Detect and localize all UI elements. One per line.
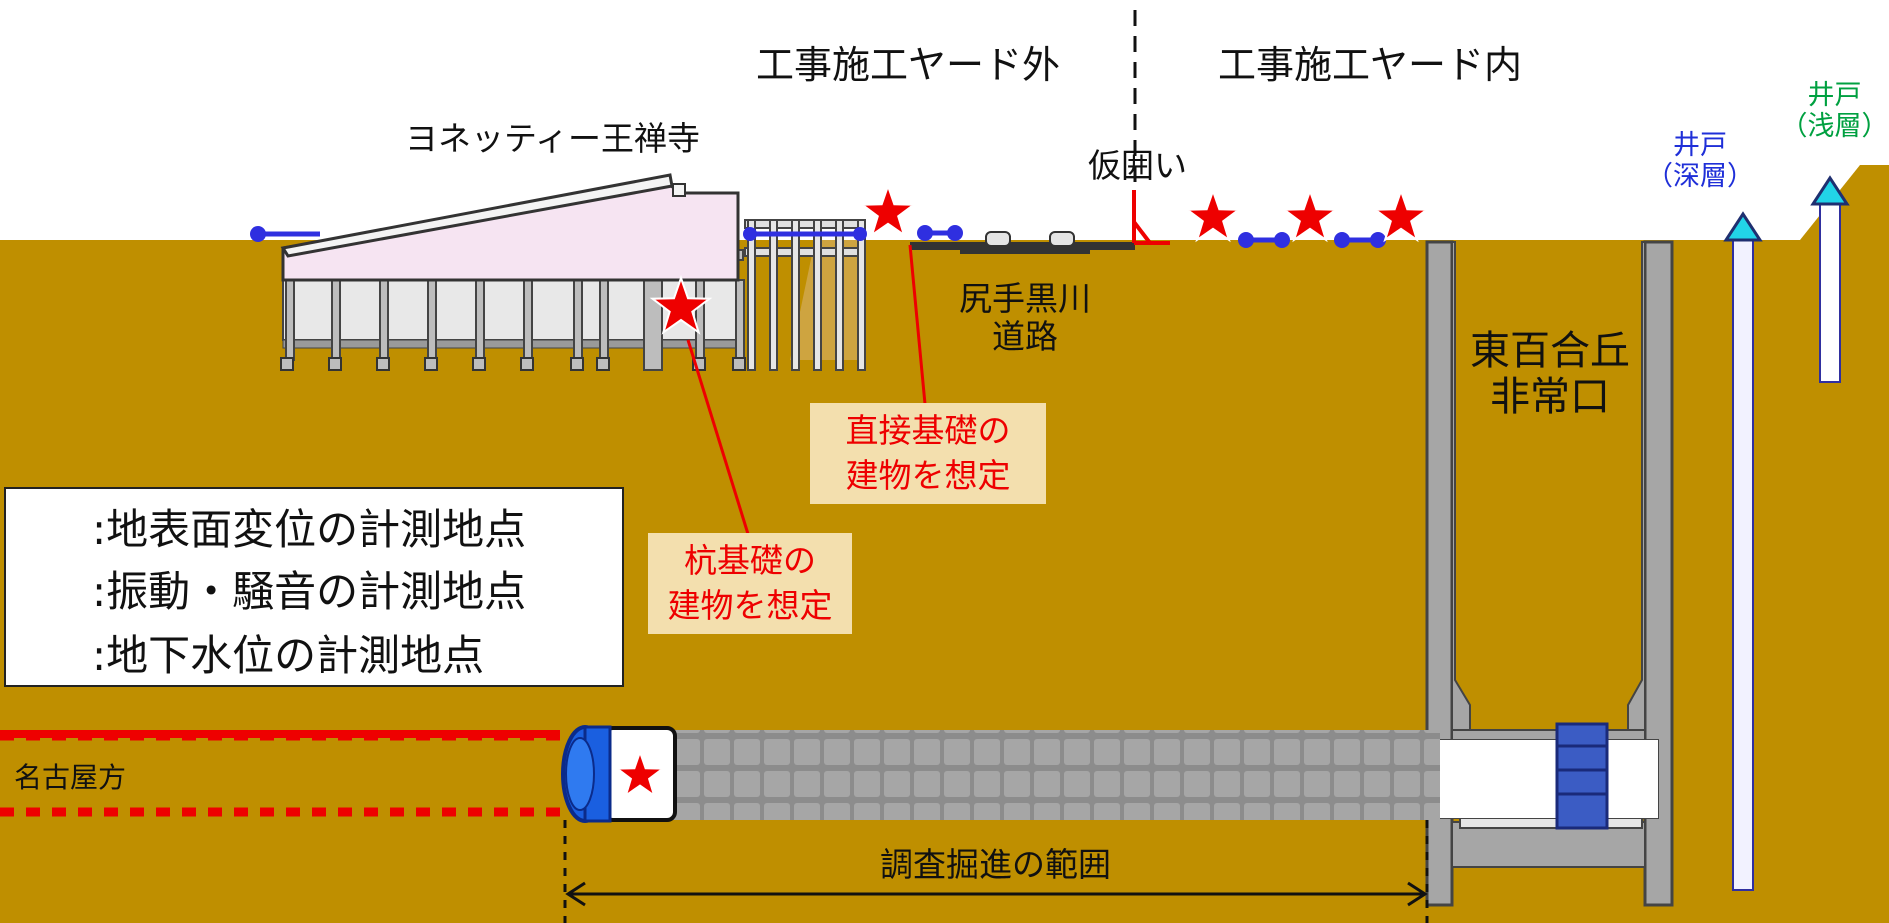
cyan-triangle-icon xyxy=(1810,175,1850,206)
well-shallow-label: 井戸 （浅層） xyxy=(1780,80,1889,142)
shallow-well xyxy=(1819,203,1841,383)
well-deep-line2: （深層） xyxy=(1646,161,1754,193)
fence-marker xyxy=(1132,190,1170,245)
fence-label: 仮囲い xyxy=(1088,146,1187,185)
zone-label-outside: 工事施工ヤード外 xyxy=(756,43,1061,87)
legend-label-vibration: :振動・騒音の計測地点 xyxy=(92,567,527,616)
road xyxy=(910,231,1135,254)
callout-direct-line2: 建物を想定 xyxy=(845,455,1011,495)
cyan-triangle-icon xyxy=(1723,211,1763,242)
deep-well xyxy=(1732,239,1754,891)
well-deep-line1: 井戸 xyxy=(1673,130,1727,161)
red-star-icon xyxy=(859,182,917,238)
dot-line-marker-icon xyxy=(743,227,867,241)
building xyxy=(280,173,866,371)
ground-cut-slope xyxy=(790,240,865,360)
shaft-label-line2: 非常口 xyxy=(1490,374,1610,420)
road-label: 尻手黒川 道路 xyxy=(945,280,1105,356)
road-label-line2: 道路 xyxy=(992,316,1058,356)
legend-label-groundwater: :地下水位の計測地点 xyxy=(92,631,485,680)
red-star-icon xyxy=(649,274,713,335)
range-label: 調査掘進の範囲 xyxy=(880,845,1111,884)
leader-lines xyxy=(686,244,927,535)
legend: :地表面変位の計測地点 :振動・騒音の計測地点 :地下水位の計測地点 xyxy=(4,487,624,687)
red-star-icon xyxy=(1281,187,1339,243)
zone-label-inside: 工事施工ヤード内 xyxy=(1218,43,1523,87)
callout-direct-foundation: 直接基礎の 建物を想定 xyxy=(810,403,1046,505)
direction-label: 名古屋方 xyxy=(14,761,127,794)
legend-item-vibration: :振動・騒音の計測地点 xyxy=(6,556,622,616)
well-shallow-line2: （浅層） xyxy=(1780,111,1889,143)
road-label-line1: 尻手黒川 xyxy=(959,279,1091,318)
legend-label-surface: :地表面変位の計測地点 xyxy=(92,505,527,554)
red-star-icon xyxy=(614,748,666,798)
legend-item-surface: :地表面変位の計測地点 xyxy=(6,494,622,554)
range-dimension xyxy=(563,820,1429,923)
callout-direct-line1: 直接基礎の xyxy=(845,411,1011,450)
legend-item-groundwater: :地下水位の計測地点 xyxy=(6,620,622,680)
red-star-icon xyxy=(1372,187,1430,243)
well-shallow-line1: 井戸 xyxy=(1807,80,1862,111)
callout-pile-foundation: 杭基礎の 建物を想定 xyxy=(648,533,852,635)
well-deep-label: 井戸 （深層） xyxy=(1640,130,1760,192)
shaft-label: 東百合丘 非常口 xyxy=(1455,328,1645,420)
shaft-label-line1: 東百合丘 xyxy=(1470,328,1630,374)
dot-line-marker-icon xyxy=(917,225,963,241)
wells xyxy=(1732,203,1841,891)
callout-pile-line1: 杭基礎の xyxy=(684,541,816,580)
red-star-icon xyxy=(1184,187,1242,243)
dot-line-marker-icon xyxy=(1238,232,1290,248)
callout-pile-line2: 建物を想定 xyxy=(667,585,833,625)
dot-line-marker-icon xyxy=(1334,232,1386,248)
dot-line-marker-icon xyxy=(250,226,320,242)
building-name-label: ヨネッティー王禅寺 xyxy=(405,119,701,158)
